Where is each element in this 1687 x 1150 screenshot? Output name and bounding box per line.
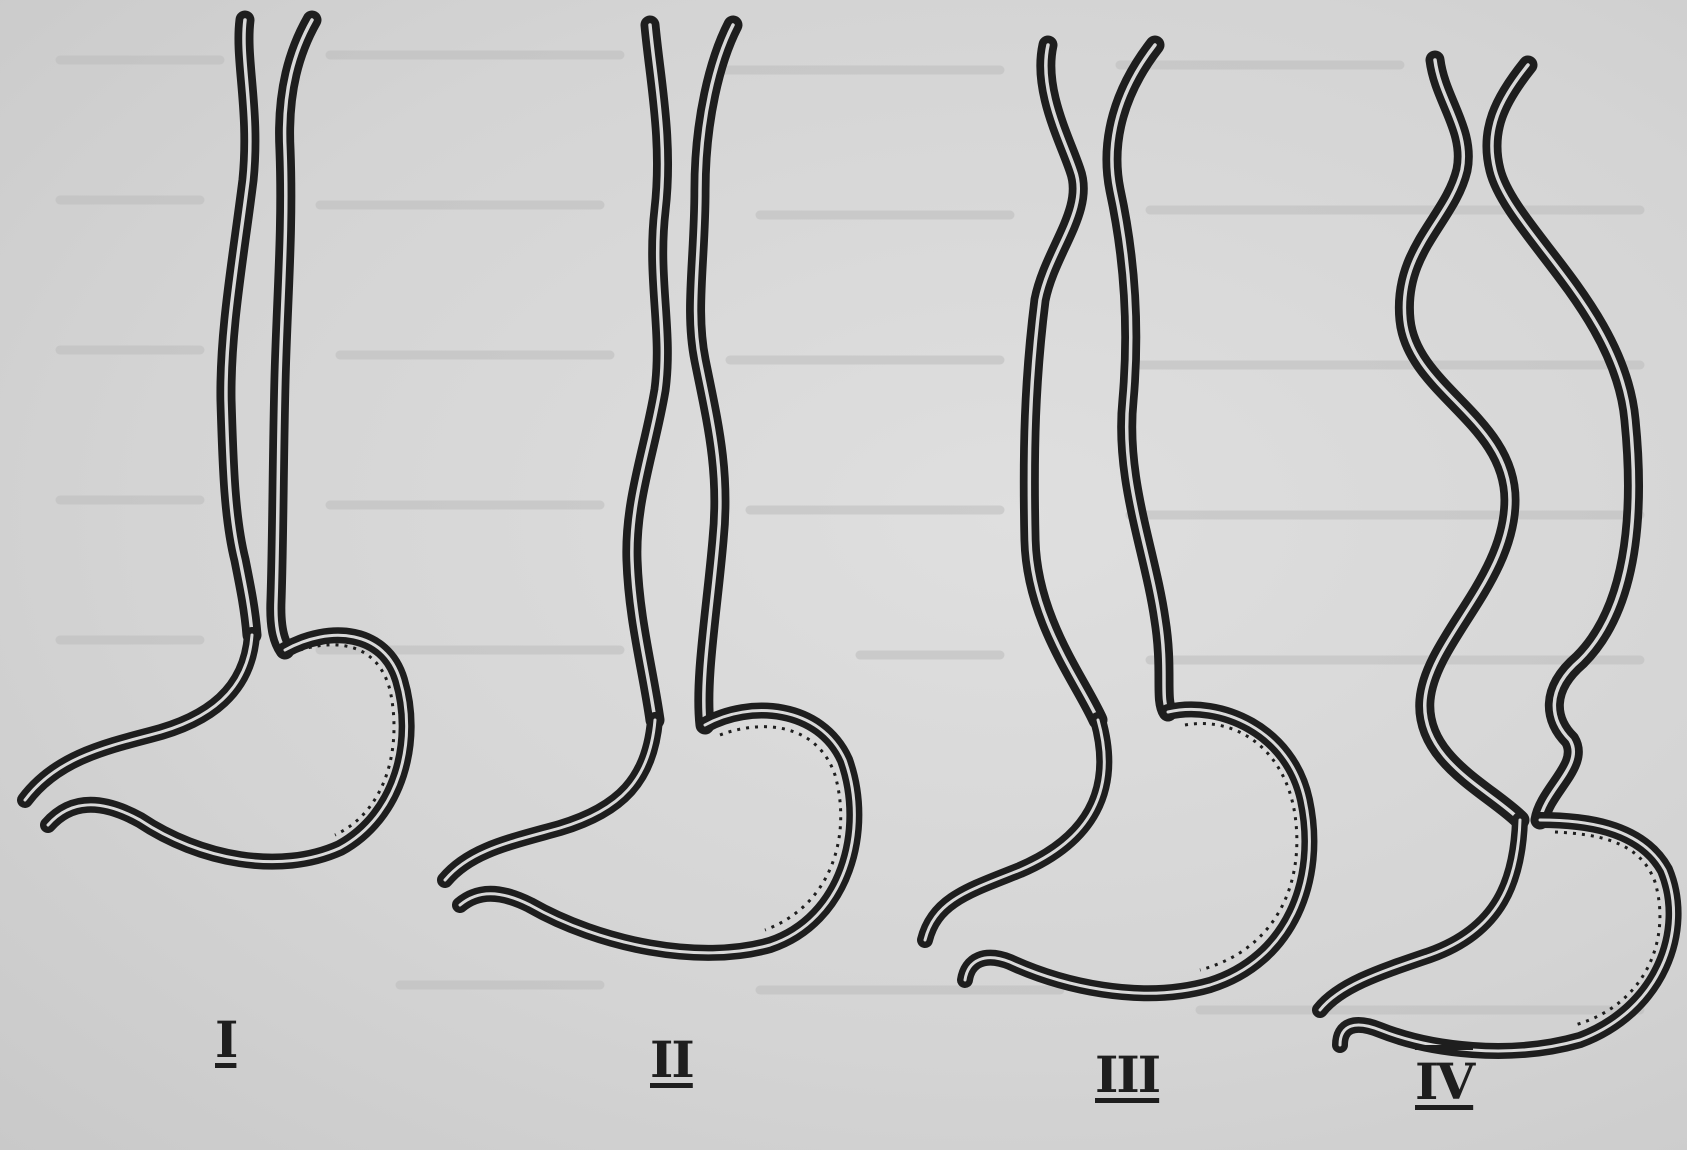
panel-label-3: III (1095, 1045, 1159, 1104)
panel-2-esophagus-right-wall (696, 25, 733, 725)
panel-1-stomach-lesser-curve (25, 635, 252, 800)
panel-3-stomach-greater-curve (965, 709, 1309, 993)
panel-label-1: I (215, 1010, 236, 1069)
panel-2-drawing (445, 25, 854, 953)
panel-4-stomach-greater-curve-lumen (1340, 820, 1674, 1051)
panel-1-drawing (25, 20, 407, 862)
panel-label-4: IV (1415, 1045, 1473, 1111)
panel-label-2: II (650, 1030, 693, 1089)
panel-3-esophagus-left-wall (1029, 45, 1098, 720)
panel-4-esophagus-right-wall (1492, 65, 1634, 820)
